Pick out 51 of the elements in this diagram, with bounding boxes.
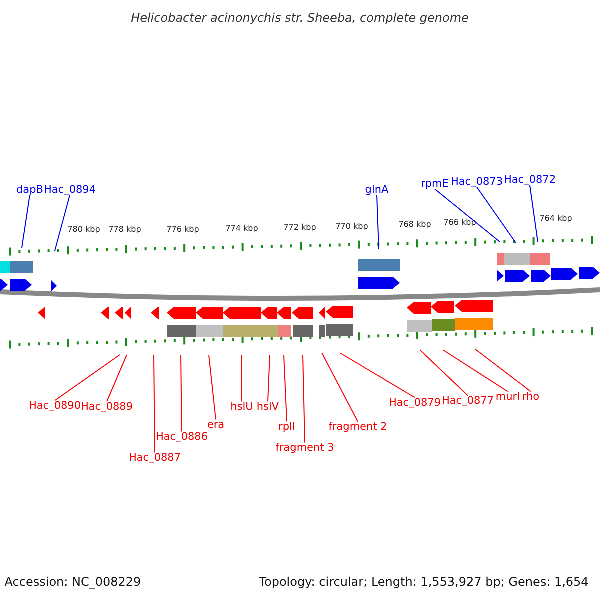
- leader-line: [302, 354, 306, 444]
- gene-label: dapB: [16, 184, 44, 196]
- scale-label: 770 kbp: [336, 223, 368, 231]
- gene-label: Hac_0889: [80, 402, 134, 412]
- gene-label: rpmE: [421, 178, 449, 190]
- leader-line: [268, 354, 270, 402]
- gene-label: era: [207, 420, 225, 430]
- leader-line: [376, 194, 380, 250]
- leader-line: [180, 354, 182, 432]
- scale-label: 764 kbp: [540, 215, 572, 223]
- title: Helicobacter acinonychis str. Sheeba, complete genome: [131, 12, 469, 24]
- leader-line: [208, 354, 216, 420]
- gene-label: hslU: [230, 402, 254, 412]
- scale-label: 772 kbp: [284, 224, 316, 232]
- leader-line: [106, 354, 128, 402]
- gene-label: Hac_0890: [28, 400, 82, 412]
- gene-label: rho: [522, 392, 540, 402]
- scale-label: 776 kbp: [166, 226, 200, 234]
- gene-label: Hac_0872: [504, 174, 556, 186]
- gene-label: Hac_0887: [128, 452, 182, 464]
- scale-label: 768 kbp: [398, 221, 432, 229]
- scale-label: 780 kbp: [68, 226, 100, 234]
- leader-line: [22, 194, 30, 248]
- leader-line: [420, 350, 468, 396]
- leader-line: [434, 188, 500, 242]
- scale-label: 778 kbp: [108, 226, 142, 234]
- leader-line: [54, 354, 120, 402]
- leader-line: [284, 354, 288, 422]
- scale-label: 774 kbp: [226, 225, 258, 233]
- footer-note: Accession: NC_008229: [4, 576, 142, 588]
- gene-label: Hac_0879: [388, 398, 442, 408]
- gene-label: fragment 2: [328, 422, 388, 432]
- leader-line: [530, 184, 538, 242]
- gene-label: rplI: [278, 422, 296, 432]
- scale-label: 766 kbp: [444, 219, 476, 227]
- leader-line: [54, 194, 70, 252]
- gene-label: fragment 3: [276, 442, 334, 454]
- footer-note: Topology: circular; Length: 1,553,927 bp; Genes: 1,654: [259, 576, 589, 588]
- gene-label: glnA: [365, 184, 389, 196]
- leader-line: [322, 352, 358, 422]
- leader-line: [476, 186, 516, 244]
- gene-label: hslV: [256, 402, 280, 412]
- gene-label: Hac_0886: [156, 432, 208, 442]
- leader-line: [340, 352, 416, 398]
- leader-line: [442, 350, 508, 392]
- gene-label: Hac_0877: [442, 396, 494, 406]
- gene-label: murI: [496, 392, 520, 402]
- gene-label: Hac_0894: [44, 184, 96, 196]
- leader-line: [474, 348, 532, 392]
- leader-line: [154, 354, 156, 454]
- gene-label: Hac_0873: [450, 176, 504, 188]
